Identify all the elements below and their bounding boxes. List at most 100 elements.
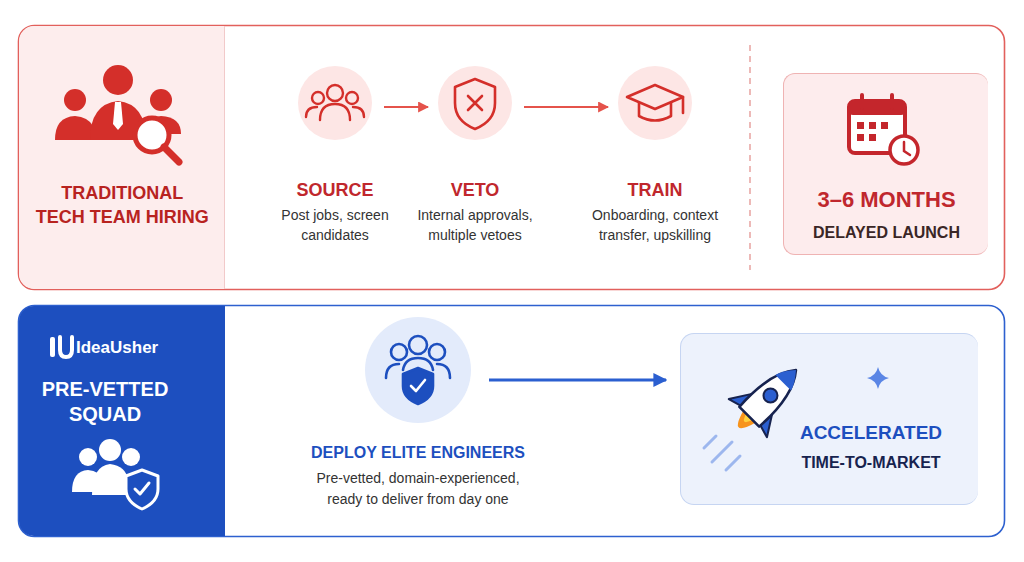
- person-head: [99, 439, 121, 461]
- squad-panel: [19, 306, 1005, 537]
- flow-arrow: [384, 106, 428, 108]
- check-mark: [411, 380, 425, 391]
- rocket-flame-core: [741, 412, 754, 425]
- person-head: [103, 65, 133, 95]
- person-body: [306, 107, 317, 117]
- connectors: [384, 107, 666, 380]
- circle-outline: [438, 66, 512, 140]
- person-body: [386, 364, 399, 378]
- step-description: Pre-vetted, domain-experienced, ready to…: [300, 468, 536, 510]
- speed-line: [726, 456, 740, 470]
- person-head: [150, 89, 172, 111]
- logo-bar: [50, 337, 55, 357]
- speed-line: [704, 436, 716, 448]
- rocket-body: [739, 360, 806, 427]
- shield: [455, 79, 495, 129]
- traditional-panel: [19, 26, 1005, 290]
- clock-hands: [904, 142, 910, 155]
- calendar-icon: [849, 95, 918, 164]
- outcome-label: TIME-TO-MARKET: [781, 452, 961, 474]
- band-title: PRE-VETTED SQUAD: [30, 377, 180, 427]
- step-description: Post jobs, screen candidates: [260, 205, 410, 245]
- outcome-box: 3–6 MONTHS DELAYED LAUNCH: [783, 73, 988, 255]
- x-mark: [468, 96, 482, 110]
- circle-fill: [438, 66, 512, 140]
- check-mark: [135, 483, 149, 494]
- hiring-icon: [55, 65, 181, 162]
- sparkle: [867, 367, 889, 389]
- calendar-grid: [857, 122, 888, 141]
- outcome-figure: 3–6 MONTHS: [784, 186, 989, 214]
- circle-fill: [365, 317, 471, 423]
- step-circle: SOURCEPost jobs, screen candidates: [298, 66, 372, 140]
- circle-outline: [298, 66, 372, 140]
- person-head: [64, 89, 86, 111]
- brand-name: IdeaUsher: [76, 337, 206, 359]
- step-heading: DEPLOY ELITE ENGINEERS: [288, 442, 548, 463]
- cap-base: [639, 103, 671, 121]
- rocket-icon: [720, 351, 815, 446]
- person-body: [92, 464, 128, 495]
- rocket-window: [761, 386, 781, 406]
- person-head: [79, 448, 97, 466]
- step-circle: VETOInternal approvals, multiple vetoes: [438, 66, 512, 140]
- person-head: [429, 344, 445, 360]
- flow-arrow: [489, 379, 666, 382]
- clock-face: [890, 136, 918, 164]
- shield-x-icon: [455, 79, 495, 129]
- day-cell: [857, 122, 864, 129]
- people-icon: [306, 85, 364, 120]
- team-shield-icon: [386, 336, 450, 404]
- person-body: [72, 470, 102, 492]
- calendar-frame: [849, 101, 905, 153]
- person-body: [55, 116, 93, 140]
- tassel: [682, 97, 685, 113]
- step-heading: VETO: [400, 179, 550, 201]
- step-description: Internal approvals, multiple vetoes: [400, 205, 550, 245]
- person-body: [143, 116, 181, 134]
- outcome-box: ACCELERATED TIME-TO-MARKET: [680, 333, 978, 505]
- person-head: [391, 344, 407, 360]
- step-heading: TRAIN: [580, 179, 730, 201]
- person-body: [90, 101, 146, 140]
- outcome-label: DELAYED LAUNCH: [784, 222, 989, 244]
- graduation-cap-icon: [627, 85, 683, 121]
- step-description: Onboarding, context transfer, upskilling: [580, 205, 730, 245]
- magnifier-lens: [135, 118, 169, 152]
- magnifier-handle: [164, 147, 179, 162]
- squad-icon: [72, 439, 158, 509]
- circle-outline: [618, 66, 692, 140]
- squad-band: IdeaUsherPRE-VETTED SQUAD: [19, 306, 225, 536]
- person-body: [320, 104, 350, 120]
- rocket-flame: [732, 409, 757, 434]
- shield: [126, 470, 158, 509]
- person-head: [312, 92, 324, 104]
- calendar-rings: [862, 95, 892, 108]
- hiring-band: TRADITIONAL TECH TEAM HIRING: [19, 26, 225, 289]
- person-head: [346, 92, 358, 104]
- rocket-fin: [757, 412, 782, 437]
- circle-fill: [298, 66, 372, 140]
- logo-u: [60, 337, 72, 357]
- person-head: [327, 85, 343, 101]
- cap-top: [627, 85, 683, 109]
- shield: [403, 368, 433, 404]
- tie: [113, 102, 123, 130]
- calendar-bar: [849, 101, 905, 115]
- circle-fill: [618, 66, 692, 140]
- day-cell: [857, 134, 864, 141]
- day-cell: [881, 122, 888, 129]
- circle-outline: [365, 317, 471, 423]
- speed-line: [712, 442, 732, 462]
- band-title: TRADITIONAL TECH TEAM HIRING: [35, 181, 210, 229]
- logo-mark: [50, 337, 72, 357]
- day-cell: [869, 122, 876, 129]
- person-body: [437, 364, 450, 378]
- deploy-circle: DEPLOY ELITE ENGINEERSPre-vetted, domain…: [365, 317, 471, 423]
- dashed-divider: [749, 45, 751, 270]
- person-body: [403, 358, 433, 370]
- rocket-fin: [729, 383, 754, 408]
- outcome-figure: ACCELERATED: [781, 421, 961, 445]
- flow-arrow: [524, 106, 608, 108]
